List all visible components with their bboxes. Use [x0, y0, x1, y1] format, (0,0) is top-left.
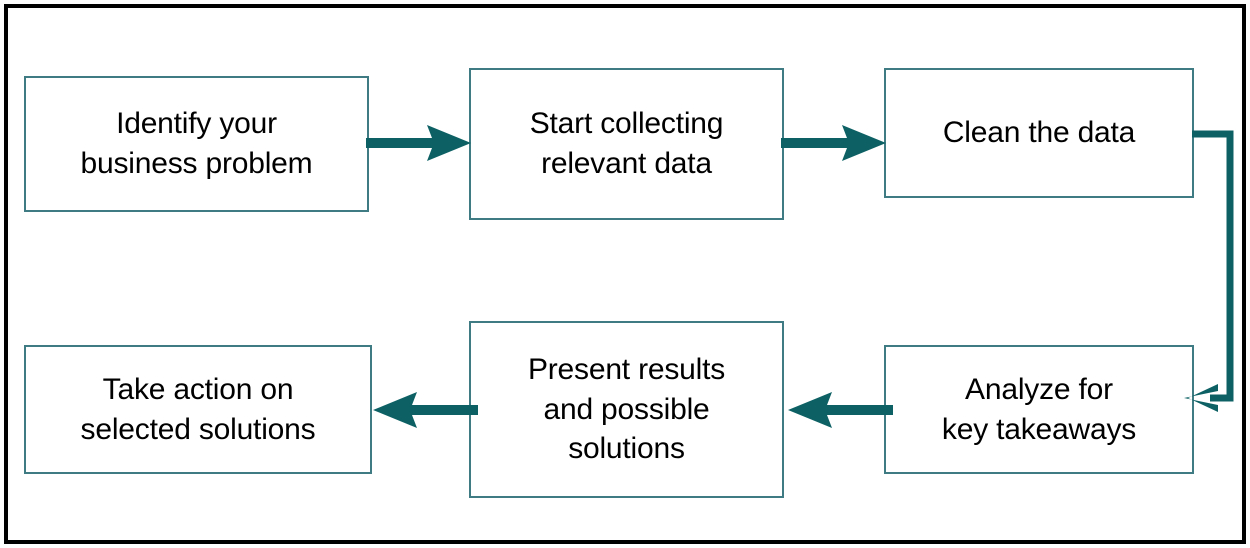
flow-node-analyze-label: Analyze for key takeaways [941, 372, 1137, 446]
flow-node-clean[interactable]: Clean the data [884, 68, 1194, 198]
flow-node-analyze[interactable]: Analyze for key takeaways [884, 345, 1194, 474]
flow-arrow-collect-to-clean [781, 118, 891, 168]
flow-arrow-analyze-to-present [781, 385, 893, 435]
flow-node-clean-label: Clean the data [942, 116, 1136, 150]
flow-arrow-clean-to-analyze [1184, 108, 1250, 428]
flow-node-take-action[interactable]: Take action on selected solutions [24, 345, 372, 474]
diagram-frame: Identify your business problem Start col… [4, 4, 1246, 544]
flow-node-take-action-label: Take action on selected solutions [80, 372, 316, 446]
flow-arrow-present-to-take-action [368, 385, 478, 435]
flow-arrow-identify-to-collect [366, 118, 476, 168]
flow-node-collect-label: Start collecting relevant data [529, 107, 724, 180]
flow-node-present[interactable]: Present results and possible solutions [469, 321, 784, 498]
flow-node-present-label: Present results and possible solutions [527, 352, 726, 466]
flow-node-identify[interactable]: Identify your business problem [24, 76, 369, 212]
flow-node-identify-label: Identify your business problem [80, 107, 313, 180]
flow-node-collect[interactable]: Start collecting relevant data [469, 68, 784, 220]
